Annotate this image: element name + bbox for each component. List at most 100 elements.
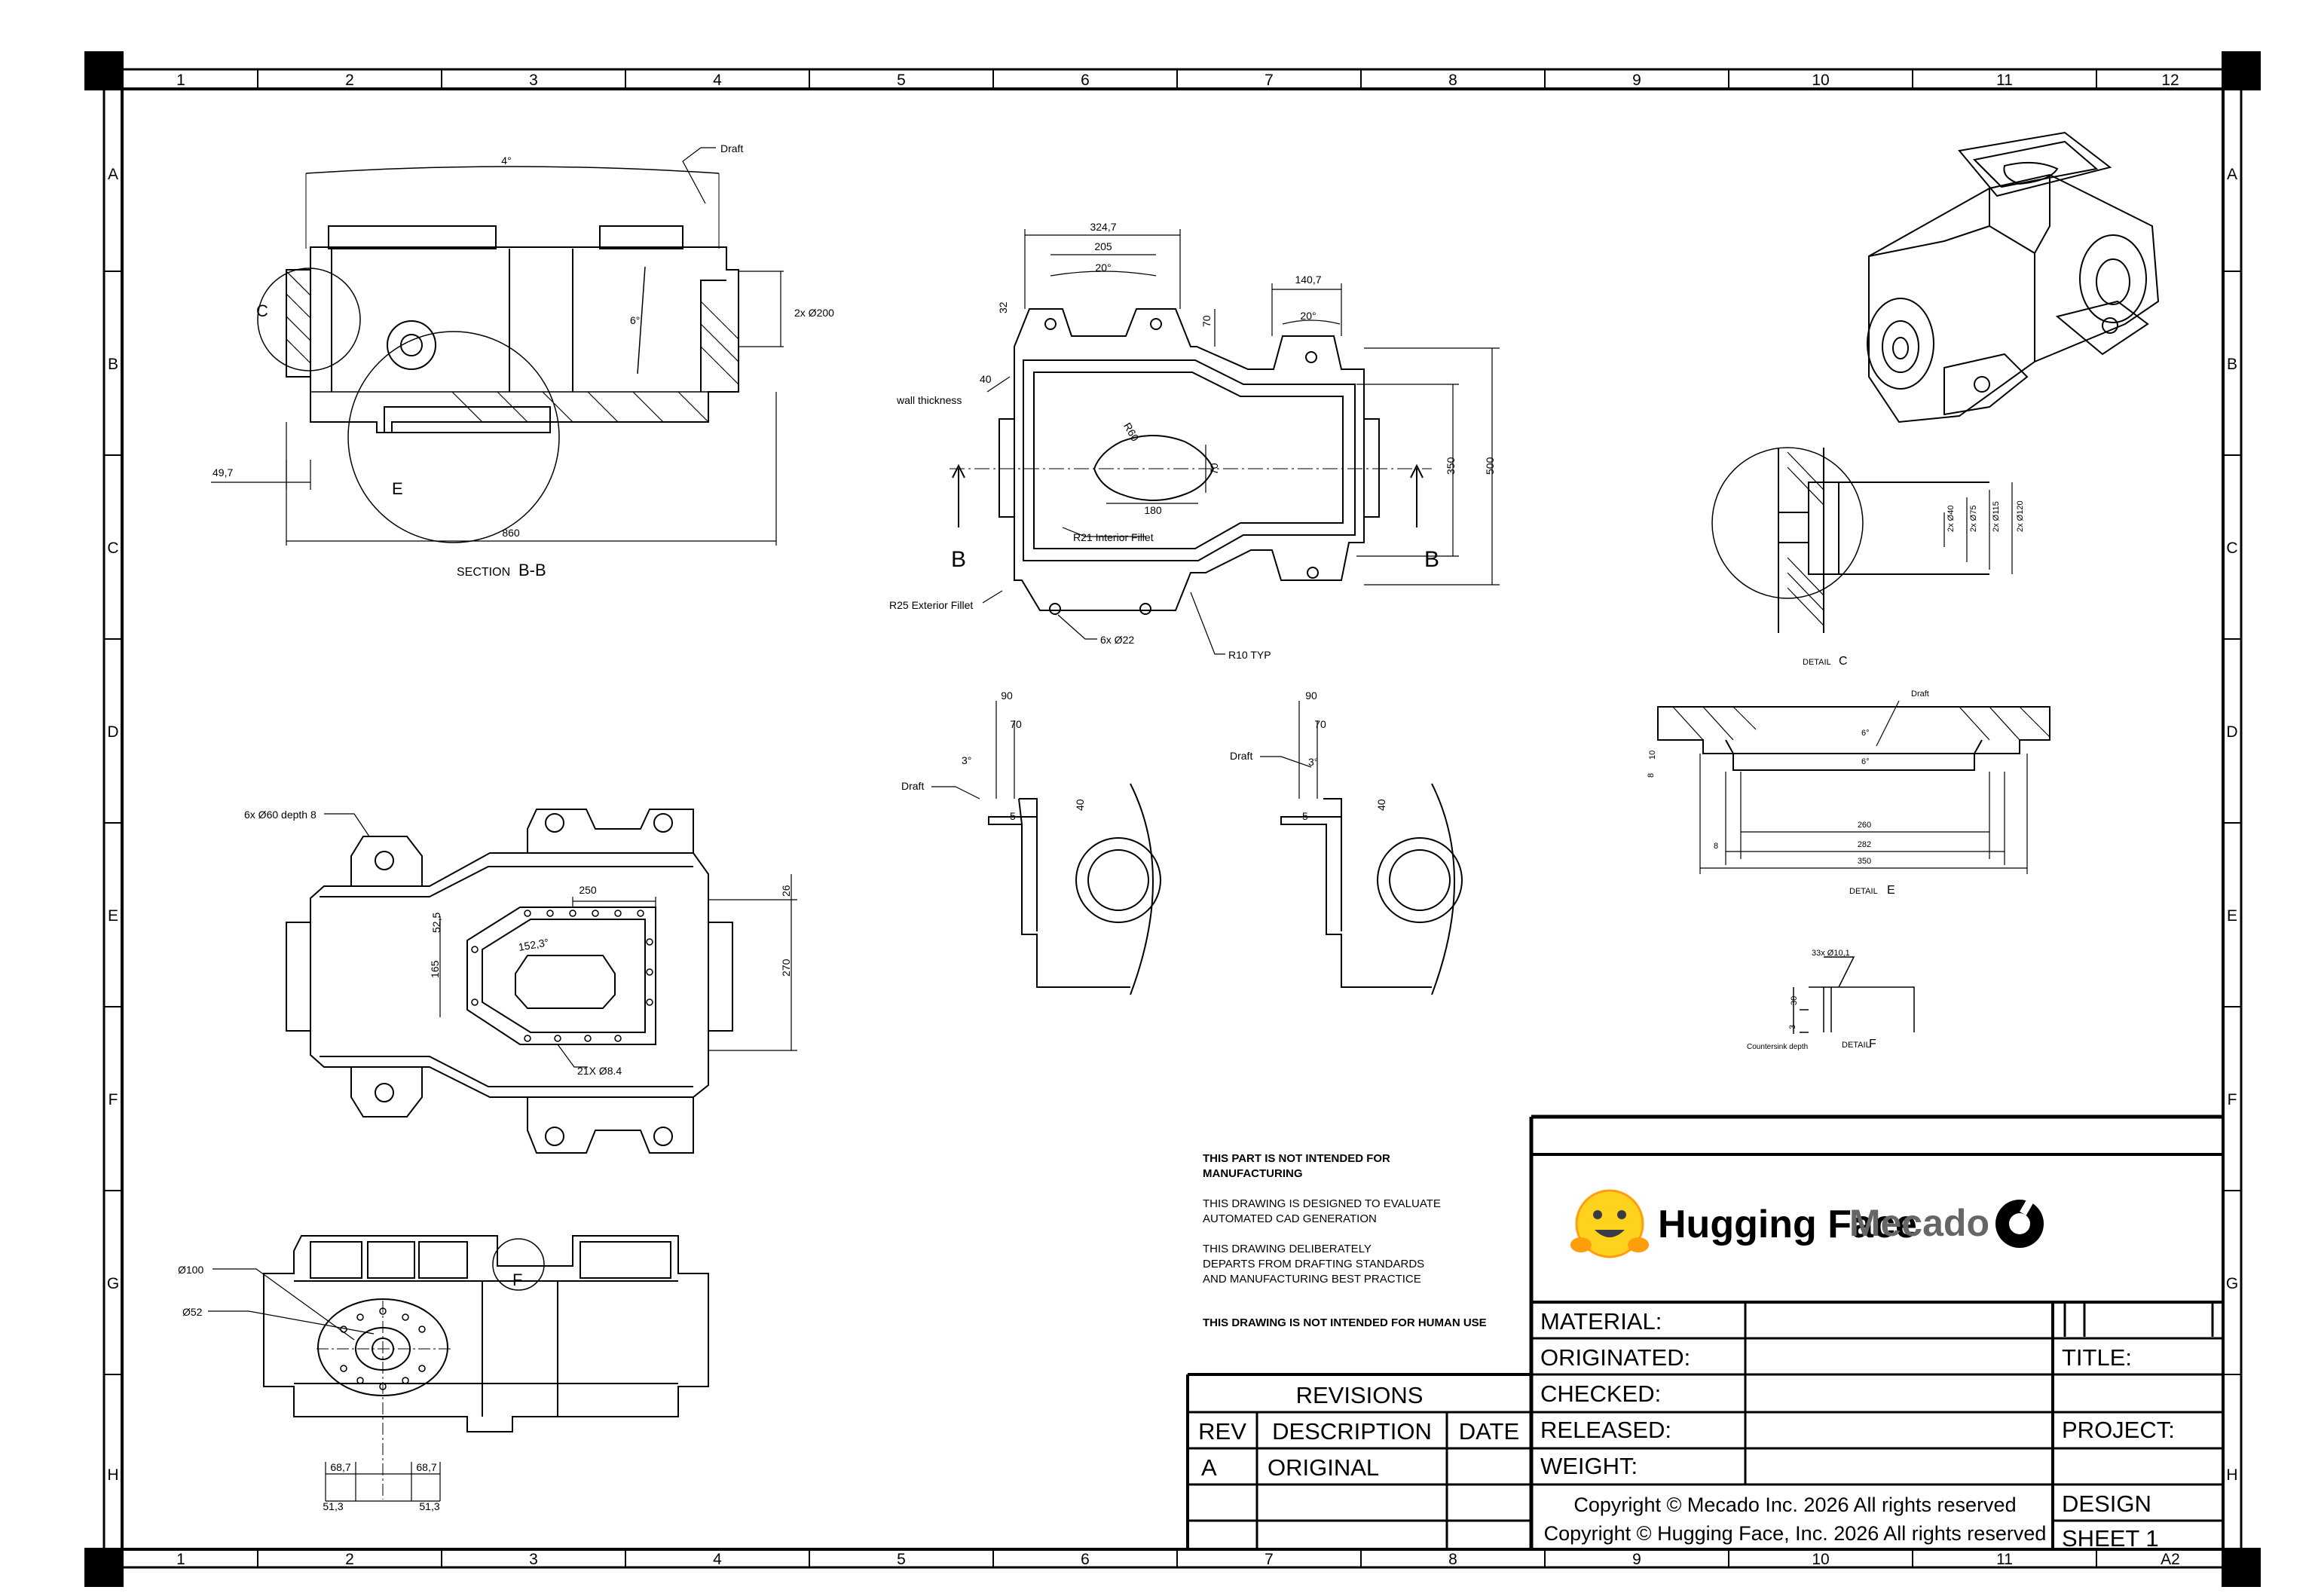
col-label-top: 2 [345,72,354,89]
detail-c-labels: 2x Ø40 2x Ø75 2x Ø115 2x Ø120 DETAIL C [1803,500,2025,668]
row-label-right: E [2227,907,2237,925]
wall-thickness: wall thickness [896,394,962,406]
dim-6deg: 6° [630,314,640,326]
detail-f-3: 3 [1788,1025,1797,1029]
side-view [208,1235,709,1502]
bottom-view-labels: 6x Ø60 depth 8 250 26 52,5 152,3° 165 27… [244,809,792,1077]
detail-c-title-prefix: DETAIL [1803,658,1831,667]
row-label-right: F [2228,1091,2237,1108]
corner-marks [84,51,2261,1587]
mecado-logo: Mecado [1849,1198,2044,1248]
detail-c-d75: 2x Ø75 [1969,506,1978,532]
row-label-left: C [107,540,118,557]
col-label-top: 4 [713,72,722,89]
mecado-wordmark: Mecado [1849,1202,1989,1244]
detail-c-d115: 2x Ø115 [1992,501,2001,532]
draft-a-90: 90 [1001,689,1013,702]
r21-label: R21 Interior Fillet [1073,531,1154,543]
dim-20a: 20° [1095,261,1111,274]
hugging-face-emoji-icon [1575,1189,1644,1258]
col-label-top: 5 [897,72,906,89]
note-line: THIS DRAWING IS NOT INTENDED FOR HUMAN U… [1203,1316,1487,1329]
originated-label: ORIGINATED: [1540,1344,1690,1371]
holes-6x60: 6x Ø60 depth 8 [244,809,317,821]
released-label: RELEASED: [1540,1417,1671,1443]
row-label-right: B [2227,356,2237,373]
dim-52: 52,5 [430,913,442,933]
title-label: TITLE: [2062,1344,2132,1371]
row-label-right: C [2226,540,2237,557]
draft-b-5: 5 [1302,810,1308,822]
r10-label: R10 TYP [1228,649,1271,661]
note-line: THIS DRAWING IS DESIGNED TO EVALUATE [1203,1197,1441,1210]
col-label-bottom: 10 [1812,1551,1829,1568]
row-label-left: D [107,723,118,741]
col-label-top: 3 [529,72,538,89]
detail-c-d40: 2x Ø40 [1946,506,1956,532]
bottom-view [286,809,797,1154]
dim-51b: 51,3 [419,1500,439,1512]
dim-270: 270 [780,959,792,977]
section-bb-title-id: B-B [518,561,546,579]
rev-header: REV [1198,1418,1246,1445]
detail-c-callout-circle [257,268,361,371]
draft-b-3: 3° [1308,756,1318,768]
grid-labels: 1 2 3 4 5 6 7 8 9 10 11 12 1 2 3 4 5 6 7… [107,72,2238,1568]
dim-70: 70 [1200,315,1213,327]
note-line: AUTOMATED CAD GENERATION [1203,1212,1377,1225]
col-label-top: 8 [1448,72,1457,89]
detail-e-title-id: E [1887,884,1895,897]
dim-152: 152,3° [518,936,550,953]
detail-e-title-prefix: DETAIL [1849,887,1878,896]
row-label-right: G [2226,1275,2238,1292]
draft-detail-views [931,701,1463,995]
detail-e-labels: Draft 6° 6° 10 8 260 282 8 350 DETAIL E [1647,689,1929,897]
detail-e-8: 8 [1714,842,1718,851]
col-label-bottom: 9 [1632,1551,1641,1568]
draft-a-70: 70 [1010,718,1022,730]
row-label-right: A [2227,166,2237,183]
detail-f-33x: 33x Ø10,1 [1812,949,1850,958]
note-line: THIS DRAWING DELIBERATELY [1203,1243,1372,1255]
dim-d52: Ø52 [182,1306,203,1318]
col-label-bottom: 5 [897,1551,906,1568]
col-label-bottom: 3 [529,1551,538,1568]
material-label: MATERIAL: [1540,1308,1662,1335]
dim-68b: 68,7 [416,1461,436,1473]
note-line: DEPARTS FROM DRAFTING STANDARDS [1203,1258,1424,1270]
col-label-bottom: 1 [176,1551,185,1568]
detail-e-282: 282 [1858,840,1871,849]
detail-e-view [1657,700,2050,874]
row-label-left: E [108,907,118,925]
sheet-size-label: A2 [2161,1551,2180,1568]
section-bb-view [211,147,784,546]
sheet-label: SHEET 1 [2062,1525,2159,1552]
draft-b-90: 90 [1305,689,1317,702]
countersink-label: Countersink depth [1747,1043,1808,1051]
holes-6x22: 6x Ø22 [1100,634,1134,646]
top-view-labels: 324,7 205 20° 140,7 20° 32 70 40 wall th… [889,221,1496,661]
isometric-view [1867,131,2160,423]
draft-a-3: 3° [962,754,971,766]
top-view [950,229,1500,655]
detail-f-view [1793,956,1915,1034]
col-label-bottom: 2 [345,1551,354,1568]
col-label-bottom: 8 [1448,1551,1457,1568]
dim-70b: 70 [1208,463,1220,475]
dim-500: 500 [1484,457,1496,475]
detail-e-6a: 6° [1861,729,1870,738]
dim-180: 180 [1144,504,1162,516]
detail-e-350: 350 [1858,857,1871,866]
dim-324: 324,7 [1090,221,1116,233]
col-label-top: 12 [2161,72,2179,89]
dim-32: 32 [997,301,1009,313]
dim-250: 250 [579,884,597,896]
callout-e: E [392,479,403,498]
detail-e-8v: 8 [1647,773,1656,778]
dim-26: 26 [780,885,792,897]
detail-c-view [1711,447,2013,633]
dim-51a: 51,3 [323,1500,343,1512]
rev-value: A [1201,1454,1217,1481]
drawing-notes: THIS PART IS NOT INTENDED FOR MANUFACTUR… [1203,1152,1487,1329]
